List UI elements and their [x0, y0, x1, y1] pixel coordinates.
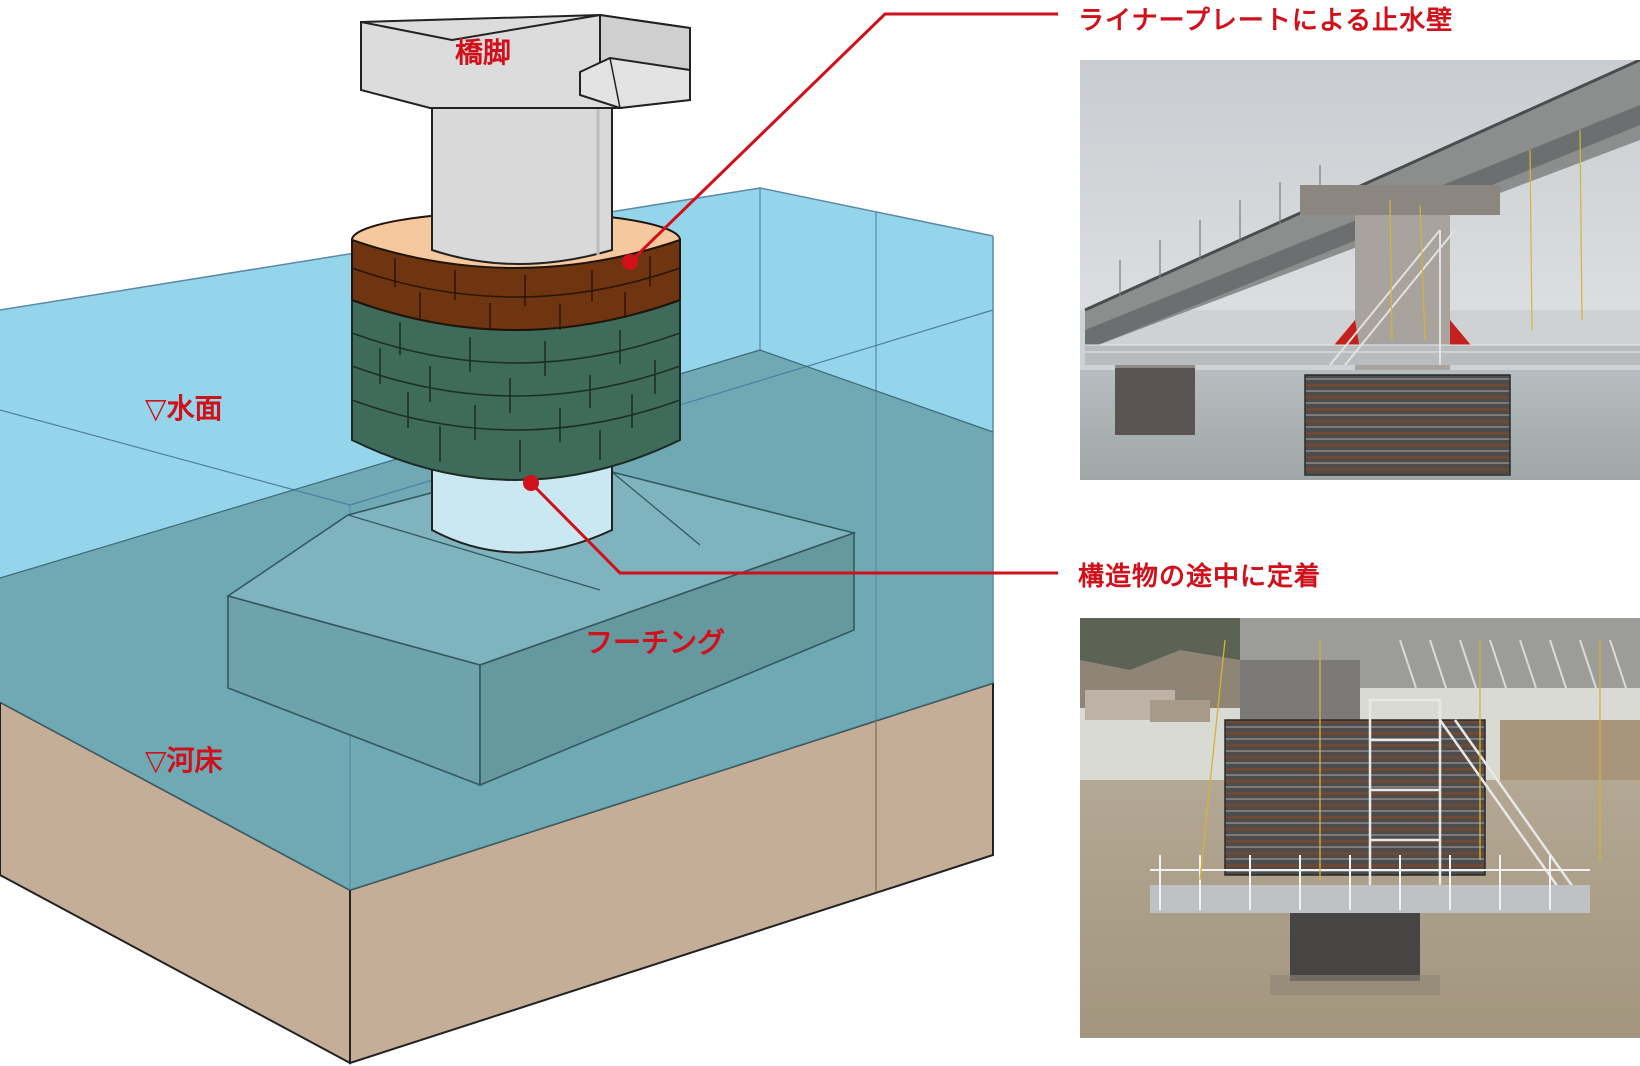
riverbed-label: ▽河床: [145, 744, 223, 777]
pier-column: [432, 105, 612, 264]
footing-label: フーチング: [585, 626, 725, 659]
water-surface-label: ▽水面: [145, 392, 223, 425]
callout-anchor-label: 構造物の途中に定着: [1078, 556, 1321, 593]
pier-label: 橋脚: [455, 36, 511, 69]
pier-cap: [361, 15, 690, 108]
callout-wall-label: ライナープレートによる止水壁: [1078, 0, 1453, 37]
bridge-pier-water-cutoff-photo: [1080, 60, 1640, 480]
pier-scaffolding-photo: [1080, 618, 1640, 1040]
